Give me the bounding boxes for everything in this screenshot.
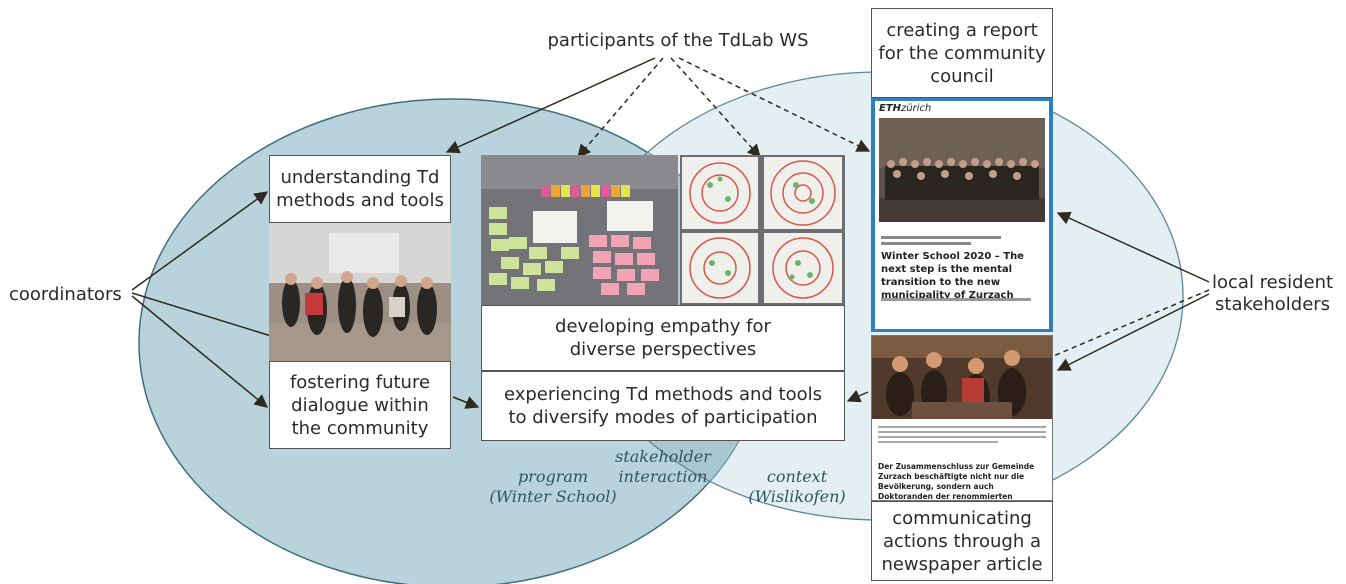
group-photo [879,118,1045,222]
empathy-box: developing empathy for diverse perspecti… [481,305,845,371]
sticky-notes-photo [481,155,678,305]
stakeholder-maps-photo [680,155,845,305]
arrow-participants-to-maps [670,57,761,159]
arrow-stakeholders-to-report [1056,211,1210,283]
arrow-participants-to-empathy [577,57,664,159]
program-label: program (Winter School) [489,467,617,506]
coordinators-label: coordinators [9,284,122,305]
understanding-box: understanding Td methods and tools [269,155,451,223]
report-box: creating a report for the community coun… [871,8,1053,98]
arrows-participants [445,57,871,159]
arrows-stakeholders [846,211,1210,403]
stakeholder-interaction-label: stakeholder interaction [615,447,711,486]
context-label: context (Wislikofen) [748,467,846,506]
arrow-newspaper-to-experiencing [846,389,869,403]
arrow-stakeholders-to-newspaper-dashed [1043,289,1210,361]
report-headline: Winter School 2020 – The next step is th… [881,251,1024,301]
newspaper-headline: Der Zusammenschluss zur Gemeinde Zurzach… [878,462,1035,501]
arrow-coord-to-fostering [131,295,269,408]
zurich-logo-text: zürich [901,103,932,114]
fostering-box: fostering future dialogue within the com… [269,361,451,449]
newspaper-photo [872,336,1052,419]
eth-logo: ETH [879,103,902,114]
arrow-fostering-to-experiencing [452,396,480,409]
newspaper-thumbnail: Der Zusammenschluss zur Gemeinde Zurzach… [871,335,1053,501]
arrow-participants-to-understanding [445,57,656,154]
local-resident-stakeholders-label: local resident stakeholders [1212,272,1334,315]
experiencing-box: experiencing Td methods and tools to div… [481,371,845,441]
participants-label: participants of the TdLab WS [547,30,809,51]
arrow-stakeholders-to-newspaper [1056,293,1210,371]
arrow-coord-to-understanding [131,191,269,291]
communicating-box: communicating actions through a newspape… [871,501,1053,581]
report-thumbnail: ETHzürich Winter School 2020 – The next … [871,98,1053,332]
workshop-photo [269,223,451,361]
